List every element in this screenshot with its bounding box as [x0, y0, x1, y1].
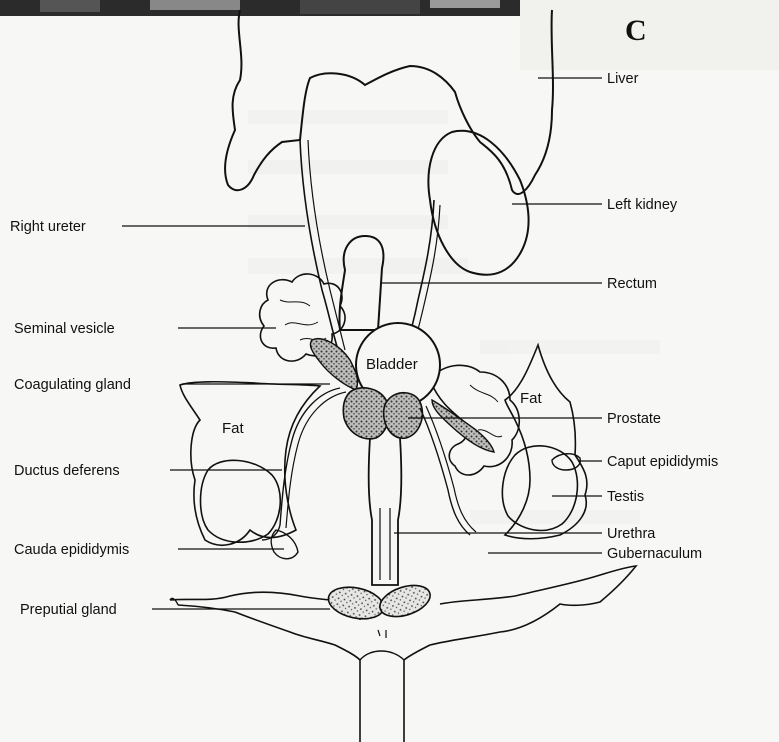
label-coagulating-gland: Coagulating gland: [14, 377, 131, 393]
prostate-lobe-left: [384, 393, 423, 439]
rectum-outline: [339, 236, 383, 330]
prostate-lobe-right: [343, 388, 389, 439]
preputial-gland-left: [376, 580, 434, 623]
label-seminal-vesicle: Seminal vesicle: [14, 321, 115, 337]
label-prostate: Prostate: [607, 411, 661, 427]
top-photo-strip: [0, 0, 520, 16]
label-fat-right: Fat: [222, 420, 245, 437]
label-urethra: Urethra: [607, 526, 656, 542]
ductus-deferens-right: [262, 388, 340, 540]
urethra-outline: [369, 438, 402, 585]
label-testis: Testis: [607, 489, 644, 505]
label-ductus-deferens: Ductus deferens: [14, 463, 120, 479]
label-caput-epididymis: Caput epididymis: [607, 454, 718, 470]
label-rectum: Rectum: [607, 276, 657, 292]
fat-pad-left: [505, 345, 587, 539]
label-liver: Liver: [607, 71, 639, 87]
panel-letter: C: [625, 14, 647, 47]
label-gubernaculum: Gubernaculum: [607, 546, 702, 562]
label-fat-left: Fat: [520, 390, 543, 407]
label-preputial-gland: Preputial gland: [20, 602, 117, 618]
label-bladder: Bladder: [366, 356, 418, 373]
preputial-gland-right: [325, 583, 386, 624]
label-cauda-epididymis: Cauda epididymis: [14, 542, 129, 558]
coagulating-gland-right: [310, 339, 357, 390]
testis-right: [201, 460, 281, 542]
seminal-vesicle-left: [430, 365, 519, 475]
fat-pad-right: [180, 382, 320, 545]
label-left-kidney: Left kidney: [607, 197, 678, 213]
label-right-ureter: Right ureter: [10, 219, 86, 235]
left-kidney-outline: [428, 131, 528, 275]
